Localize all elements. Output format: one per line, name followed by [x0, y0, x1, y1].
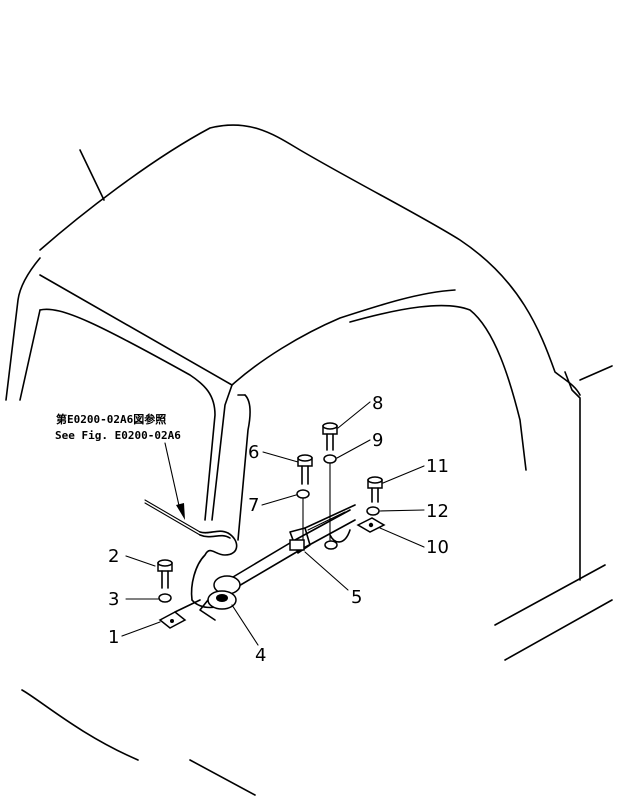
- washer-9: [323, 454, 337, 464]
- callout-8: 8: [372, 393, 383, 414]
- washer-12: [366, 506, 380, 516]
- bolt-11: [367, 476, 383, 503]
- callout-1: 1: [108, 627, 119, 648]
- reference-note: 第E0200-02A6図参照 See Fig. E0200-02A6: [55, 412, 185, 520]
- callout-12: 12: [426, 501, 449, 522]
- callout-4: 4: [255, 645, 266, 666]
- clip-10: [356, 517, 386, 533]
- callout-10: 10: [426, 537, 449, 558]
- leader-lines: [121, 401, 425, 646]
- reference-note-jp: 第E0200-02A6図参照: [56, 412, 166, 426]
- reference-note-en: See Fig. E0200-02A6: [55, 429, 181, 442]
- bolt-6: [297, 454, 313, 485]
- washer-3: [158, 593, 172, 603]
- cab-outline: [5, 124, 613, 796]
- grommet: [199, 575, 241, 621]
- washer-7: [296, 489, 310, 499]
- plate: [158, 599, 201, 629]
- callout-5: 5: [351, 587, 362, 608]
- callout-11: 11: [426, 456, 449, 477]
- callout-9: 9: [372, 430, 383, 451]
- callout-6: 6: [248, 442, 259, 463]
- bolt-2: [157, 559, 173, 589]
- callout-7: 7: [248, 495, 259, 516]
- nut-8: [324, 540, 338, 550]
- callout-2: 2: [108, 546, 119, 567]
- callout-numbers: 1 2 3 4 5 6 7 8 9 10 11 12: [108, 393, 449, 666]
- bolt-8: [322, 422, 338, 451]
- callout-3: 3: [108, 589, 119, 610]
